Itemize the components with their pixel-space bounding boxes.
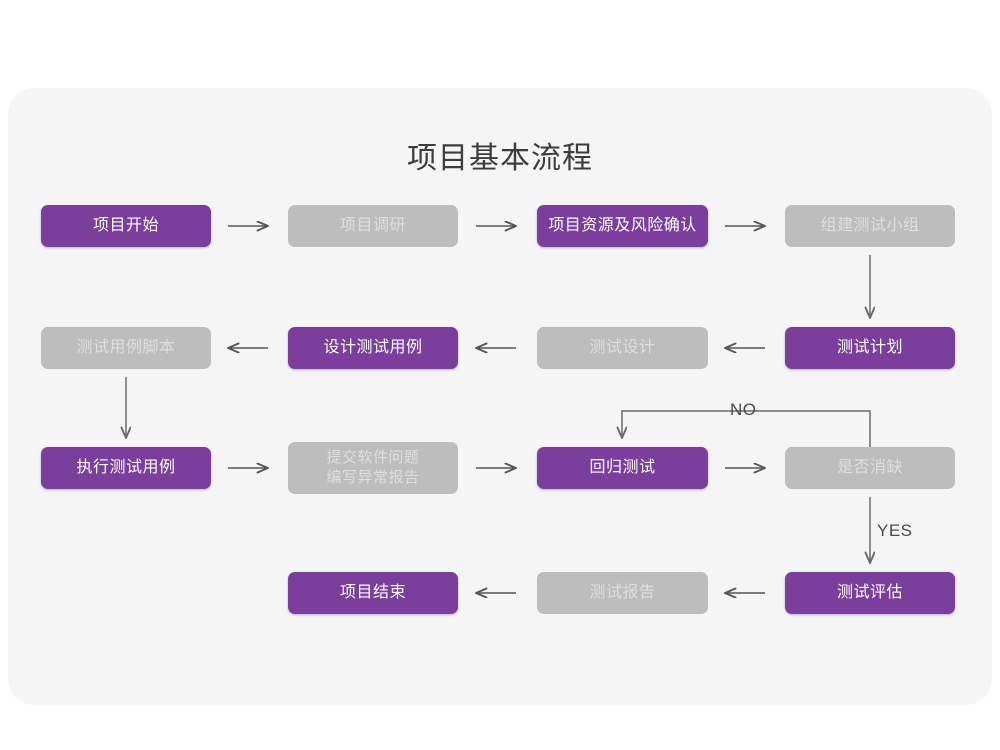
- node-project-end[interactable]: 项目结束: [288, 572, 458, 614]
- node-test-design[interactable]: 测试设计: [537, 327, 708, 369]
- node-defect-cleared[interactable]: 是否消缺: [785, 447, 955, 489]
- node-test-report[interactable]: 测试报告: [537, 572, 708, 614]
- node-project-research[interactable]: 项目调研: [288, 205, 458, 247]
- node-test-evaluation[interactable]: 测试评估: [785, 572, 955, 614]
- node-submit-issue-report[interactable]: 提交软件问题 编写异常报告: [288, 442, 458, 494]
- node-test-case-script[interactable]: 测试用例脚本: [41, 327, 211, 369]
- node-form-test-team[interactable]: 组建测试小组: [785, 205, 955, 247]
- node-resource-risk-confirm[interactable]: 项目资源及风险确认: [537, 205, 708, 247]
- node-execute-test-case[interactable]: 执行测试用例: [41, 447, 211, 489]
- edge-label-no: NO: [730, 400, 757, 419]
- node-project-start[interactable]: 项目开始: [41, 205, 211, 247]
- edge-label-yes: YES: [877, 521, 913, 540]
- node-design-test-case[interactable]: 设计测试用例: [288, 327, 458, 369]
- page-title: 项目基本流程: [407, 142, 593, 175]
- node-regression-test[interactable]: 回归测试: [537, 447, 708, 489]
- node-test-plan[interactable]: 测试计划: [785, 327, 955, 369]
